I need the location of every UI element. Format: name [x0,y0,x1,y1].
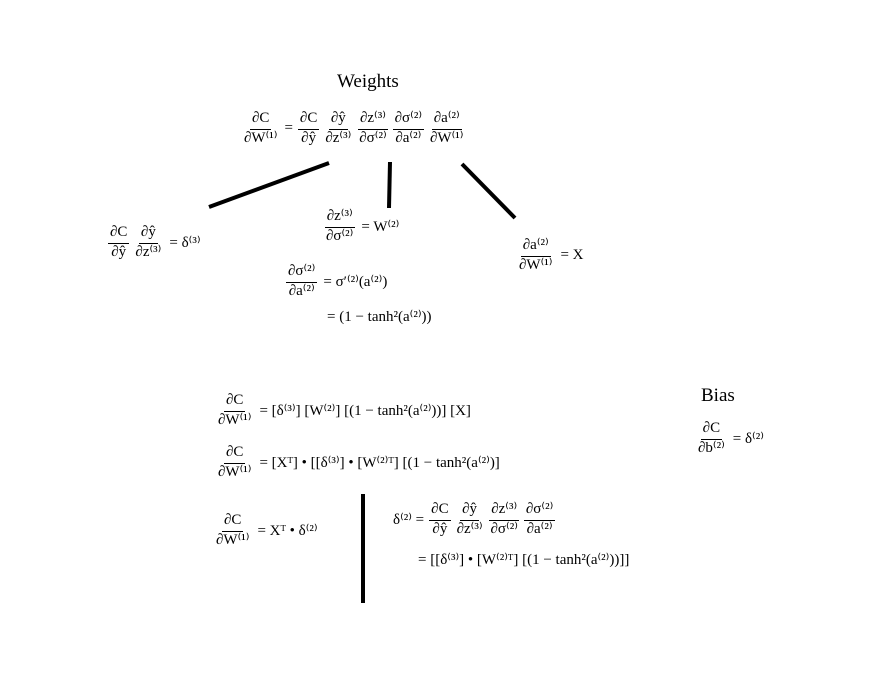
result-equation-1: ∂C∂W⁽¹⁾ = [δ⁽³⁾] [W⁽²⁾] [(1 − tanh²(a⁽²⁾… [214,392,471,429]
result-equation-2: ∂C∂W⁽¹⁾ = [Xᵀ] • [[δ⁽³⁾] • [W⁽²⁾ᵀ] [(1 −… [214,444,500,481]
result2-rhs: = [Xᵀ] • [[δ⁽³⁾] • [W⁽²⁾ᵀ] [(1 − tanh²(a… [259,455,500,472]
result3-rhs: = Xᵀ • δ⁽²⁾ [257,523,318,540]
fraction-dz3-dsigma2: ∂z⁽³⁾∂σ⁽²⁾ [324,208,355,244]
dsigma-rhs: = σ′⁽²⁾(a⁽²⁾) [323,274,388,291]
fraction-term-5: ∂a⁽²⁾∂W⁽¹⁾ [430,110,464,146]
fraction-dC-dW1: ∂C∂W⁽¹⁾ [244,110,278,146]
connector-left [208,161,330,209]
equals-sign: = [284,120,293,137]
result1-rhs: = [δ⁽³⁾] [W⁽²⁾] [(1 − tanh²(a⁽²⁾))] [X] [259,403,471,420]
fraction-term-4: ∂σ⁽²⁾∂a⁽²⁾ [523,501,556,537]
fraction-dC-dW1: ∂C∂W⁽¹⁾ [218,444,252,480]
fraction-dyhat-dz3: ∂ŷ∂z⁽³⁾ [135,224,162,260]
main-chain-rule: ∂C∂W⁽¹⁾ = ∂C∂ŷ ∂ŷ∂z⁽³⁾ ∂z⁽³⁾∂σ⁽²⁾ ∂σ⁽²⁾∂… [240,110,467,147]
delta2-lhs: δ⁽²⁾ = [393,512,425,529]
delta3-equation: ∂C∂ŷ ∂ŷ∂z⁽³⁾ = δ⁽³⁾ [106,224,201,261]
fraction-term-4: ∂σ⁽²⁾∂a⁽²⁾ [392,110,425,146]
fraction-dC-db2: ∂C∂b⁽²⁾ [698,420,725,456]
fraction-term-3: ∂z⁽³⁾∂σ⁽²⁾ [357,110,388,146]
fraction-term-3: ∂z⁽³⁾∂σ⁽²⁾ [489,501,520,537]
delta2-definition: δ⁽²⁾ = ∂C∂ŷ ∂ŷ∂z⁽³⁾ ∂z⁽³⁾∂σ⁽²⁾ ∂σ⁽²⁾∂a⁽²… [390,501,557,538]
da-rhs: = X [560,247,584,264]
delta3-rhs: = δ⁽³⁾ [169,235,201,252]
dsigma2-da2-equation: ∂σ⁽²⁾∂a⁽²⁾ = σ′⁽²⁾(a⁽²⁾) [284,263,388,300]
dz-rhs: = W⁽²⁾ [361,219,400,236]
fraction-da2-dW1: ∂a⁽²⁾∂W⁽¹⁾ [519,237,553,273]
dz3-dsigma2-equation: ∂z⁽³⁾∂σ⁽²⁾ = W⁽²⁾ [322,208,400,245]
dsigma2-da2-line2: = (1 − tanh²(a⁽²⁾)) [327,309,432,325]
fraction-dC-dyhat: ∂C∂ŷ [108,224,130,260]
connector-right [460,162,517,220]
bias-equation: ∂C∂b⁽²⁾ = δ⁽²⁾ [694,420,764,457]
weights-heading: Weights [337,71,399,92]
result-equation-3: ∂C∂W⁽¹⁾ = Xᵀ • δ⁽²⁾ [212,512,318,549]
fraction-dC-dW1: ∂C∂W⁽¹⁾ [216,512,250,548]
connector-middle [387,161,392,209]
fraction-dsigma2-da2: ∂σ⁽²⁾∂a⁽²⁾ [286,263,318,299]
fraction-term-2: ∂ŷ∂z⁽³⁾ [325,110,352,146]
bias-rhs: = δ⁽²⁾ [732,431,764,448]
bias-heading: Bias [701,385,735,406]
fraction-term-1: ∂C∂ŷ [297,110,320,146]
delta2-definition-line2: = [[δ⁽³⁾] • [W⁽²⁾ᵀ] [(1 − tanh²(a⁽²⁾))]] [418,552,630,568]
fraction-term-2: ∂ŷ∂z⁽³⁾ [456,501,483,537]
da2-dW1-equation: ∂a⁽²⁾∂W⁽¹⁾ = X [515,237,584,274]
fraction-term-1: ∂C∂ŷ [429,501,451,537]
fraction-dC-dW1: ∂C∂W⁽¹⁾ [218,392,252,428]
